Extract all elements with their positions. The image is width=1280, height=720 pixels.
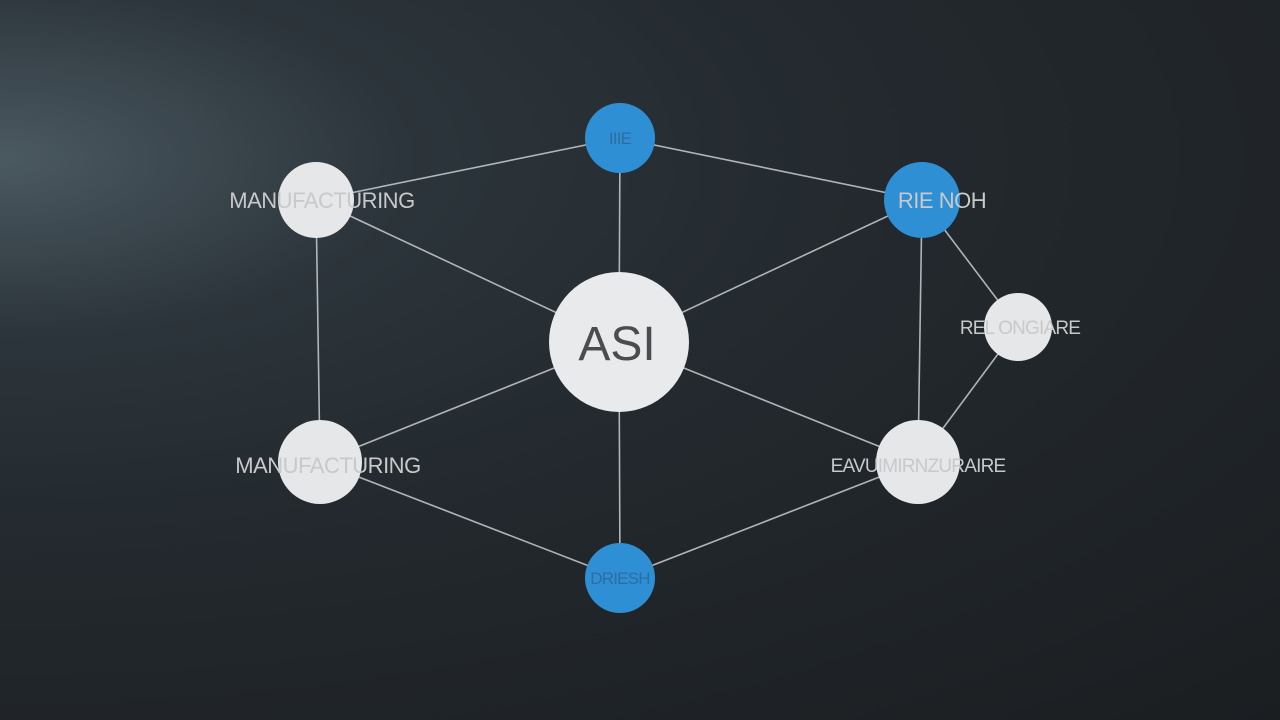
node-bottom-circle xyxy=(585,543,655,613)
node-bottom-left[interactable]: MANUFACTURING xyxy=(235,420,421,504)
node-center-circle xyxy=(549,272,689,412)
edge-bottom-left-top-left xyxy=(315,199,321,463)
node-right[interactable]: REL ONGIARE xyxy=(960,293,1081,361)
node-right-circle xyxy=(984,293,1052,361)
node-top-right[interactable]: RIE NOH xyxy=(884,162,987,238)
node-top-right-label: RIE NOH xyxy=(898,188,986,213)
edge-top-top-right xyxy=(619,137,923,201)
edge-bottom-right-bottom xyxy=(619,461,919,579)
node-bottom-right-label: EAVUIMIRNZURAIRE xyxy=(831,456,1006,477)
node-bottom[interactable]: DRIESH xyxy=(585,543,655,613)
node-top[interactable]: IIIE xyxy=(585,103,655,173)
edge-top-right-bottom-right xyxy=(917,199,923,463)
node-right-label: REL ONGIARE xyxy=(960,318,1080,339)
node-bottom-left-label: MANUFACTURING xyxy=(235,453,420,478)
node-center[interactable]: ASI xyxy=(549,272,689,412)
node-bottom-label: DRIESH xyxy=(590,569,649,588)
node-top-label: IIIE xyxy=(609,129,632,148)
node-top-circle xyxy=(585,103,655,173)
node-top-left[interactable]: MANUFACTURING xyxy=(229,162,415,238)
node-bottom-left-circle xyxy=(278,420,362,504)
edge-top-left-top xyxy=(315,137,621,201)
node-top-left-label: MANUFACTURING xyxy=(229,188,414,213)
node-top-right-circle xyxy=(884,162,960,238)
node-center-label: ASI xyxy=(578,318,655,371)
edge-bottom-bottom-left xyxy=(319,461,621,579)
node-top-left-circle xyxy=(278,162,354,238)
node-bottom-right-circle xyxy=(876,420,960,504)
node-bottom-right[interactable]: EAVUIMIRNZURAIRE xyxy=(831,420,1006,504)
